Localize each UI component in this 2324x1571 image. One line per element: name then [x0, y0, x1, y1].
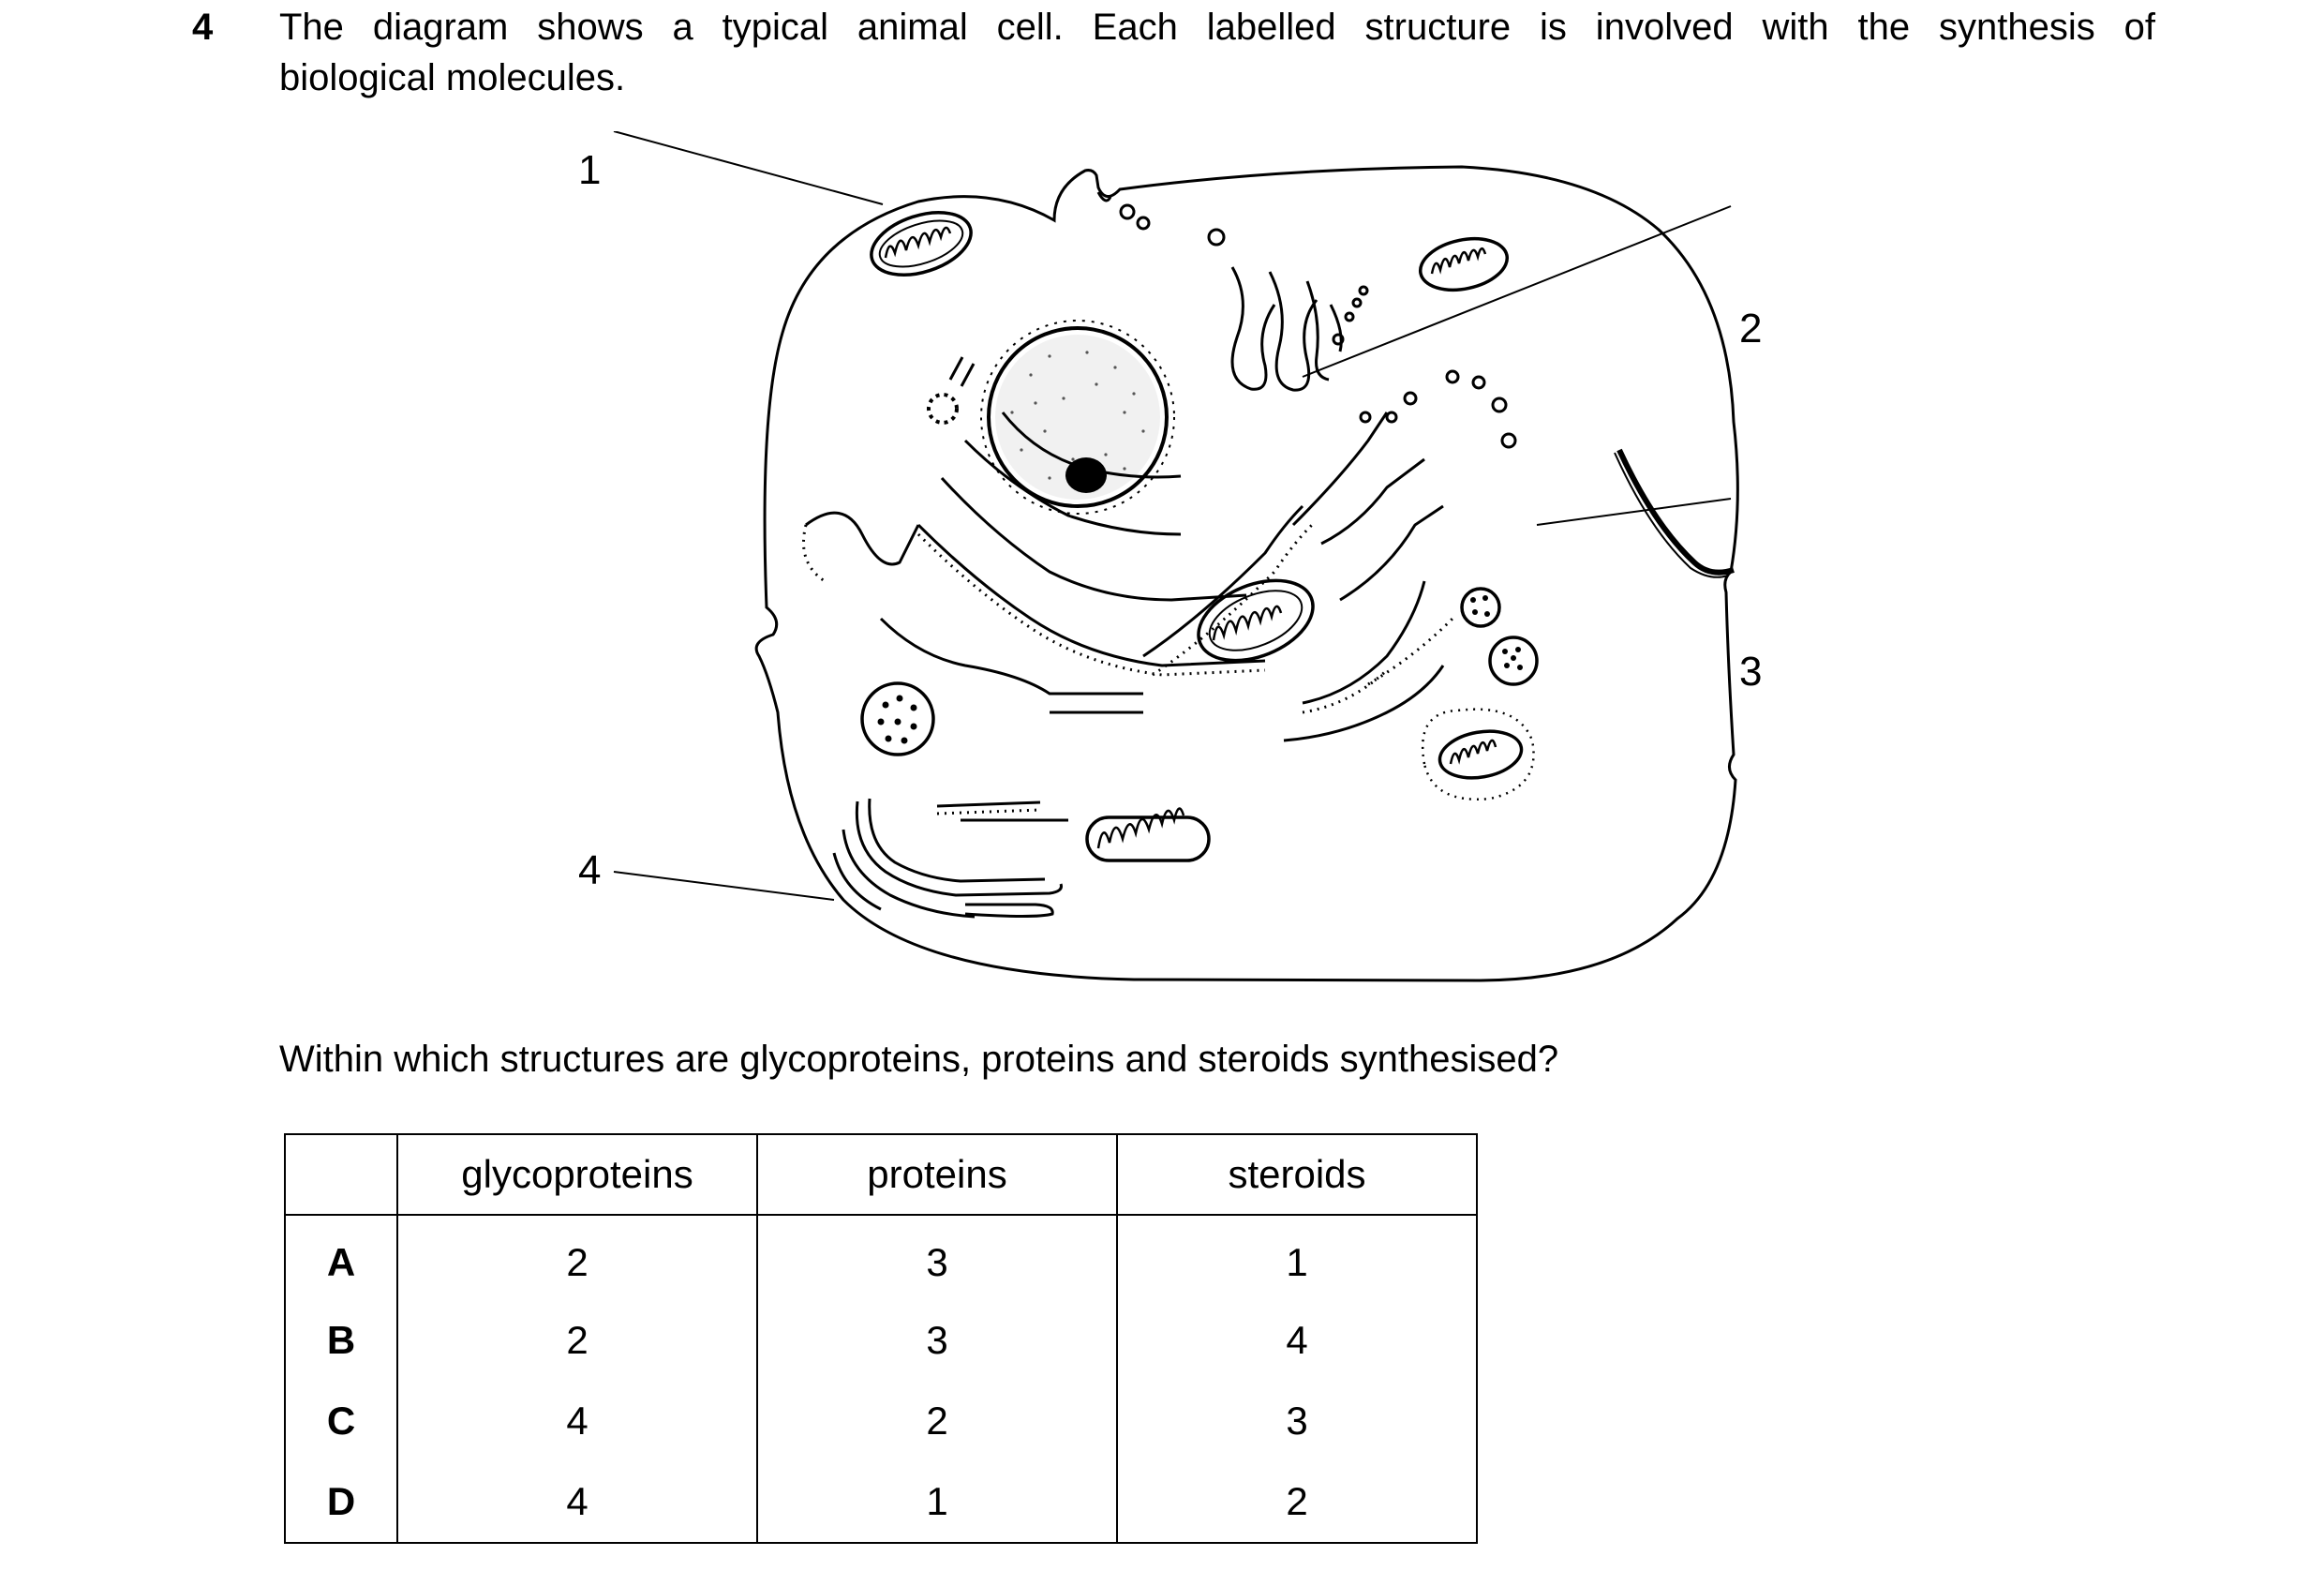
- leader-line-4: [613, 871, 835, 901]
- diagram-label-4: 4: [578, 847, 602, 893]
- mitochondrion-3: [1197, 578, 1315, 663]
- vesicles-top: [1096, 191, 1151, 231]
- answer-table: glycoproteins proteins steroids A 2 3 1 …: [284, 1133, 1478, 1544]
- cell-steroids: 1: [1116, 1214, 1478, 1300]
- mitochondrion-2: [1418, 237, 1510, 292]
- question-prompt: Within which structures are glycoprotein…: [279, 1039, 1559, 1080]
- cell-glycoproteins: 2: [396, 1214, 758, 1300]
- leader-lines: [613, 131, 1732, 901]
- cell-glycoproteins: 4: [396, 1381, 758, 1461]
- cell-proteins: 3: [756, 1300, 1118, 1381]
- leader-line-3: [1536, 498, 1732, 526]
- option-key: D: [284, 1461, 398, 1544]
- lysosomes: [860, 587, 1539, 756]
- golgi-body: [1207, 228, 1517, 449]
- cell-proteins: 1: [756, 1461, 1118, 1544]
- header-steroids: steroids: [1116, 1133, 1478, 1216]
- header-glycoproteins: glycoproteins: [396, 1133, 758, 1216]
- mitochondrion-4: [1085, 807, 1211, 862]
- header-blank: [284, 1133, 398, 1216]
- answer-table-header-row: glycoproteins proteins steroids: [284, 1133, 1478, 1216]
- mitochondrion-5: [1421, 708, 1535, 800]
- table-row: B 2 3 4: [284, 1300, 1478, 1381]
- table-row: C 4 2 3: [284, 1381, 1478, 1461]
- cell-steroids: 2: [1116, 1461, 1478, 1544]
- table-row: A 2 3 1: [284, 1214, 1478, 1300]
- cell-steroids: 3: [1116, 1381, 1478, 1461]
- leader-line-1: [613, 131, 884, 205]
- nucleus: [980, 320, 1175, 515]
- smooth-er: [832, 798, 1068, 919]
- leader-line-2: [1302, 205, 1732, 378]
- animal-cell-diagram: 1 2 3 4: [525, 131, 1837, 1012]
- diagram-label-2: 2: [1739, 306, 1763, 352]
- cell-glycoproteins: 4: [396, 1461, 758, 1544]
- question-stem-line-1: The diagram shows a typical animal cell.…: [279, 7, 2155, 48]
- diagram-label-3: 3: [1739, 649, 1763, 695]
- option-key: B: [284, 1300, 398, 1381]
- mitochondrion-1: [870, 211, 973, 277]
- question-stem-line-2: biological molecules.: [279, 57, 626, 98]
- cell-proteins: 2: [756, 1381, 1118, 1461]
- rough-er-right: [1283, 411, 1454, 742]
- cell-proteins: 3: [756, 1214, 1118, 1300]
- cell-glycoproteins: 2: [396, 1300, 758, 1381]
- option-key: A: [284, 1214, 398, 1300]
- cell-membrane: [754, 165, 1739, 982]
- question-stem: The diagram shows a typical animal cell.…: [279, 2, 2155, 103]
- header-proteins: proteins: [756, 1133, 1118, 1216]
- rough-er: [802, 411, 1314, 714]
- option-key: C: [284, 1381, 398, 1461]
- diagram-label-1: 1: [578, 147, 602, 193]
- centrioles: [927, 356, 976, 425]
- table-row: D 4 1 2: [284, 1461, 1478, 1544]
- question-number: 4: [192, 7, 214, 48]
- membrane-indent: [1616, 448, 1735, 576]
- cell-steroids: 4: [1116, 1300, 1478, 1381]
